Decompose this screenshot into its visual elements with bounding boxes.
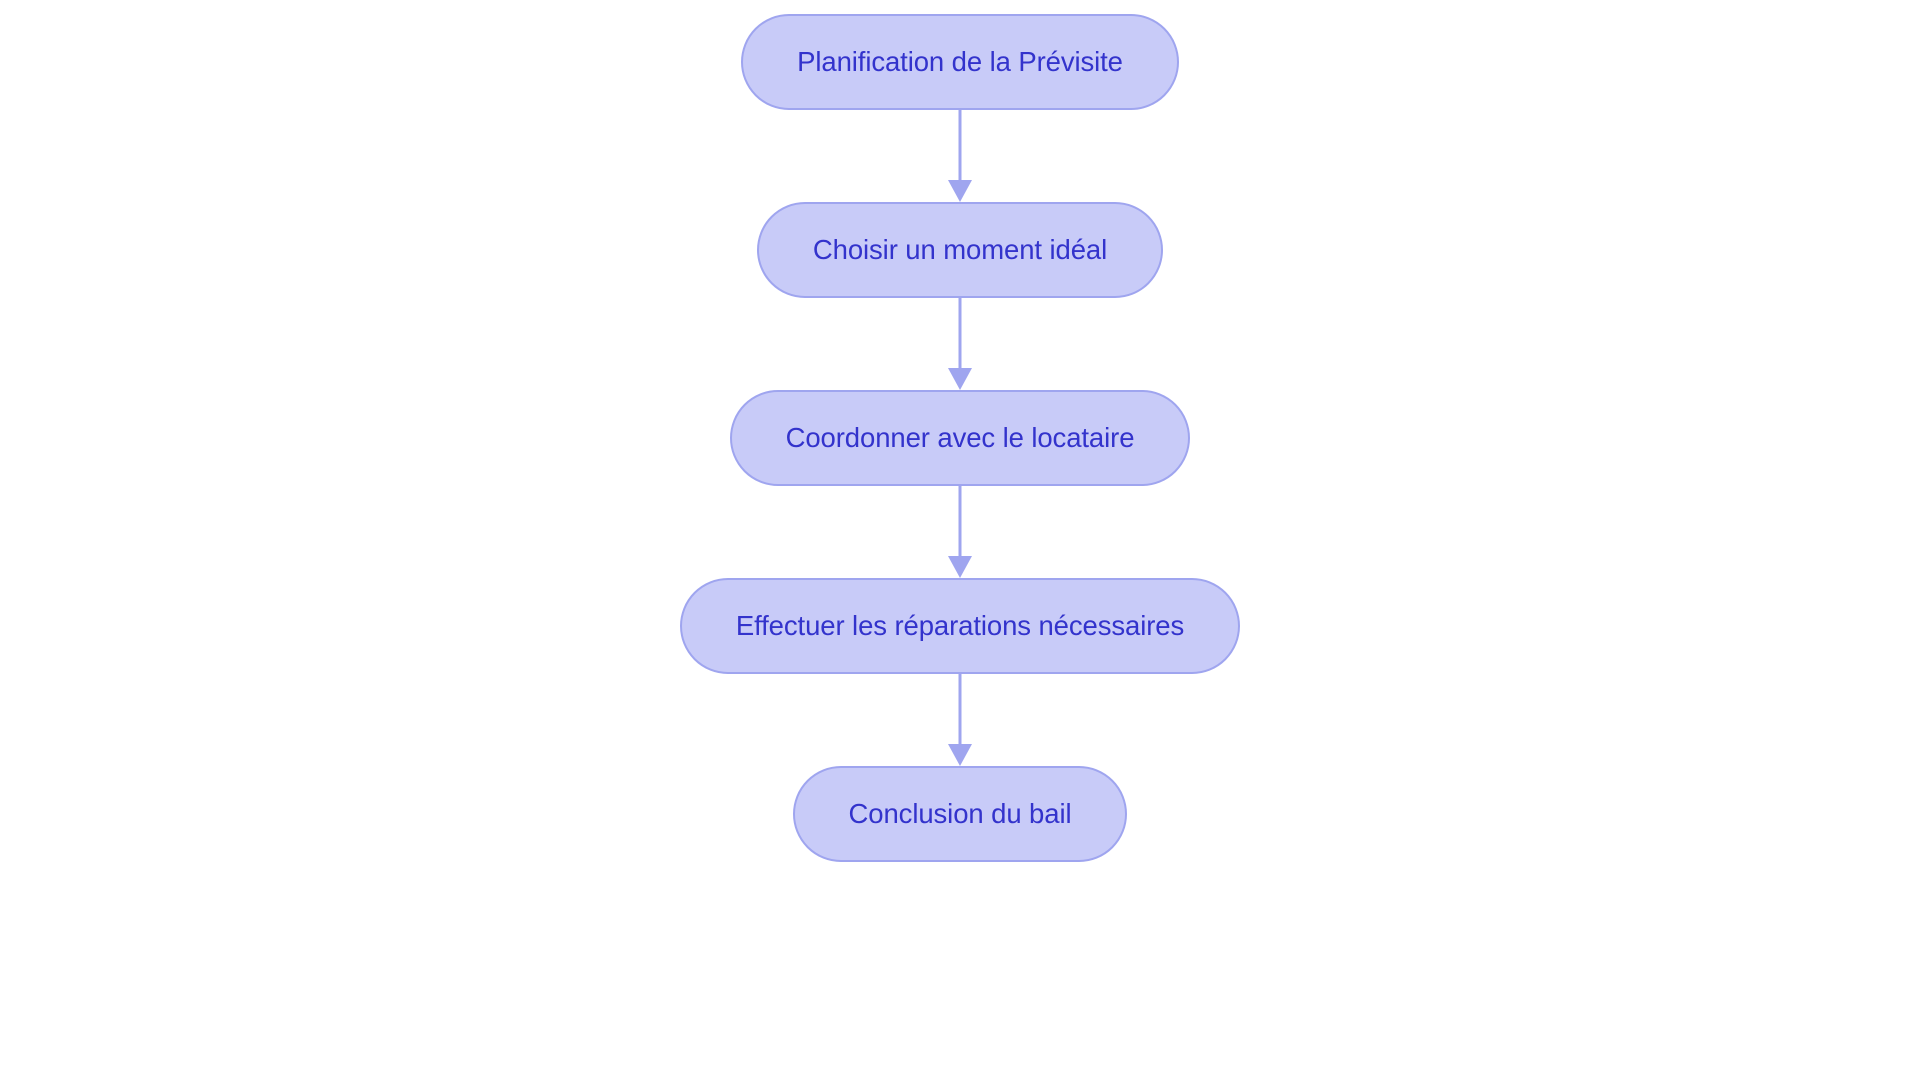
flowchart-node-conclusion-du-bail[interactable]: Conclusion du bail	[792, 766, 1128, 862]
flowchart-arrow-n2-to-n3	[940, 298, 980, 390]
flowchart-node-coordonner-avec-le-locataire[interactable]: Coordonner avec le locataire	[729, 390, 1191, 486]
flowchart-node-label: Conclusion du bail	[848, 798, 1072, 830]
flowchart-node-effectuer-les-reparations-necessaires[interactable]: Effectuer les réparations nécessaires	[679, 578, 1241, 674]
flowchart-node-label: Coordonner avec le locataire	[785, 422, 1135, 454]
flowchart-arrow-n4-to-n5	[940, 674, 980, 766]
flowchart-arrow-n1-to-n2	[940, 110, 980, 202]
flowchart-node-label: Choisir un moment idéal	[812, 234, 1108, 266]
flowchart-node-label: Effectuer les réparations nécessaires	[735, 610, 1185, 642]
flowchart-node-label: Planification de la Prévisite	[797, 46, 1123, 78]
flowchart-node-planification-de-la-previsite[interactable]: Planification de la Prévisite	[741, 14, 1179, 110]
flowchart-arrow-n3-to-n4	[940, 486, 980, 578]
flowchart-node-choisir-un-moment-ideal[interactable]: Choisir un moment idéal	[756, 202, 1164, 298]
